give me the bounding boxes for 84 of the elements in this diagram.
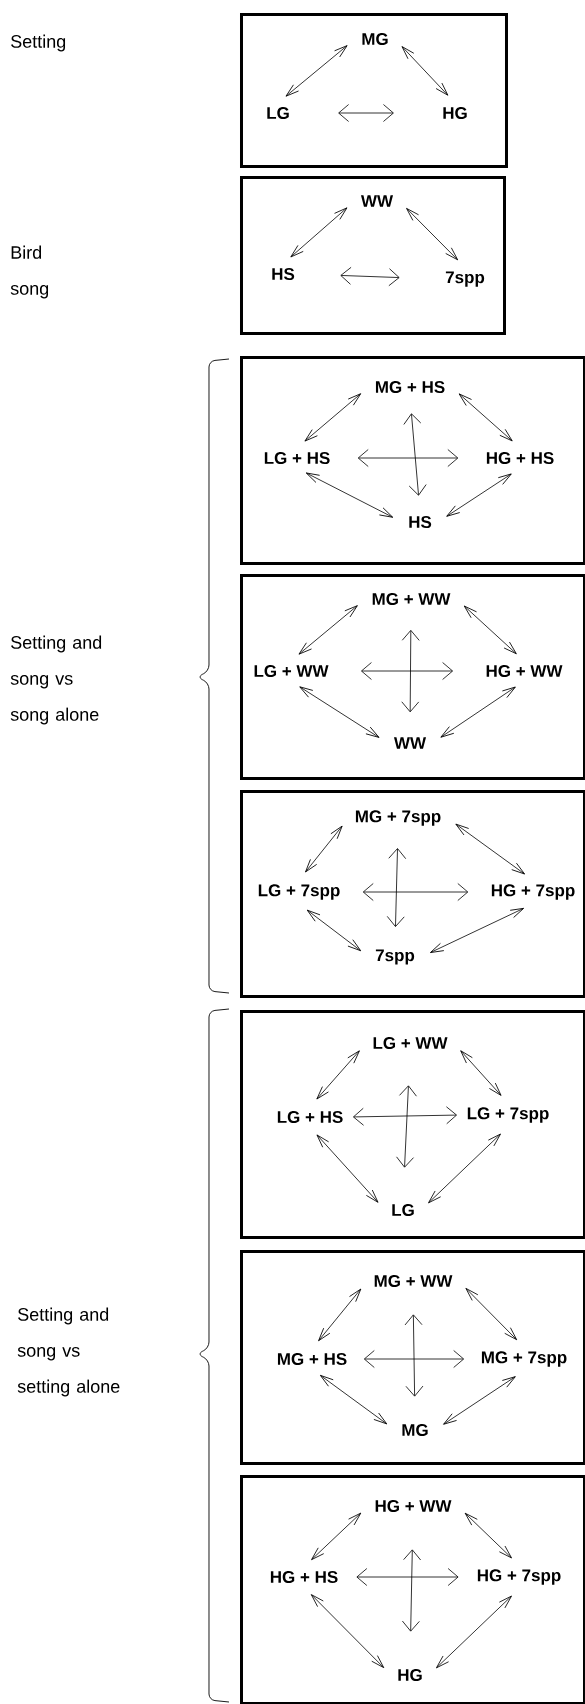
double-arrow: [440, 686, 516, 738]
double-arrow: [361, 662, 453, 680]
double-arrow: [458, 393, 513, 442]
double-arrow: [460, 1050, 502, 1096]
double-arrow: [357, 449, 459, 467]
double-arrow: [401, 46, 449, 96]
double-arrow: [319, 1374, 388, 1425]
double-arrow: [455, 823, 525, 875]
double-arrow: [306, 909, 362, 952]
double-arrow: [401, 629, 420, 713]
double-arrow: [404, 1314, 424, 1397]
panel-box: [240, 13, 508, 168]
node-label: MG + HS: [375, 381, 445, 394]
double-arrow: [443, 1376, 516, 1425]
double-arrow: [464, 1512, 512, 1559]
double-arrow: [402, 1549, 421, 1632]
double-arrow: [310, 1594, 385, 1669]
panel-box: [240, 1475, 585, 1704]
double-arrow: [298, 605, 358, 655]
side-label: Bird song: [10, 245, 49, 299]
node-label: LG + WW: [373, 1037, 448, 1050]
node-label: HG: [398, 1669, 422, 1682]
node-label: MG: [362, 33, 388, 46]
node-label: LG + 7spp: [258, 884, 340, 900]
double-arrow: [311, 1512, 362, 1561]
double-arrow: [446, 473, 512, 517]
panel-box: [240, 1010, 585, 1239]
double-arrow: [406, 207, 459, 261]
side-label: Setting and song vs setting alone: [17, 1307, 120, 1397]
double-arrow: [463, 605, 517, 655]
node-label: HG + HS: [486, 452, 554, 465]
node-label: MG + 7spp: [355, 810, 441, 826]
double-arrow: [353, 1106, 457, 1126]
panel-box: [240, 574, 585, 780]
node-label: MG + WW: [374, 1275, 453, 1288]
node-label: WW: [360, 195, 394, 207]
node-label: HG + 7spp: [477, 1569, 561, 1585]
node-label: WW: [393, 737, 427, 749]
double-arrow: [430, 907, 525, 953]
node-label: LG + HS: [264, 452, 330, 465]
node-label: MG + WW: [372, 593, 451, 606]
double-arrow: [386, 848, 407, 927]
node-label: HG + HS: [270, 1571, 338, 1584]
node-label: MG + HS: [277, 1353, 347, 1366]
double-arrow: [356, 1568, 459, 1586]
double-arrow: [316, 1050, 360, 1100]
node-label: HG + WW: [486, 665, 563, 678]
node-label: LG: [267, 107, 289, 120]
node-label: 7spp: [445, 271, 485, 287]
node-label: HG + WW: [375, 1500, 452, 1513]
double-arrow: [285, 45, 348, 97]
node-label: LG + WW: [254, 665, 329, 678]
node-label: HS: [272, 268, 295, 281]
node-label: HG: [443, 107, 467, 120]
double-arrow: [290, 207, 348, 258]
panel-box: [240, 1250, 585, 1465]
node-label: MG + 7spp: [481, 1351, 567, 1367]
node-label: LG: [392, 1204, 414, 1217]
double-arrow: [362, 883, 469, 901]
double-arrow: [436, 1595, 512, 1669]
double-arrow: [465, 1287, 518, 1341]
node-label: LG + HS: [277, 1111, 343, 1124]
side-label: Setting: [11, 34, 66, 52]
panel-box: [240, 176, 506, 335]
node-label: HS: [409, 516, 432, 529]
double-arrow: [305, 472, 394, 518]
side-label: Setting and song vs song alone: [10, 635, 102, 725]
node-label: 7spp: [375, 949, 415, 965]
double-arrow: [299, 686, 380, 738]
double-arrow: [318, 1288, 362, 1342]
panel-box: [240, 790, 585, 998]
double-arrow: [396, 1085, 417, 1168]
node-label: MG: [402, 1424, 428, 1437]
double-arrow: [340, 266, 400, 287]
double-arrow: [403, 413, 427, 496]
panel-box: [240, 356, 585, 565]
double-arrow: [338, 104, 394, 122]
double-arrow: [316, 1134, 379, 1203]
double-arrow: [363, 1350, 465, 1368]
double-arrow: [428, 1133, 501, 1204]
double-arrow: [305, 825, 343, 873]
node-label: LG + 7spp: [467, 1107, 549, 1123]
node-label: HG + 7spp: [491, 884, 575, 900]
double-arrow: [304, 393, 362, 442]
